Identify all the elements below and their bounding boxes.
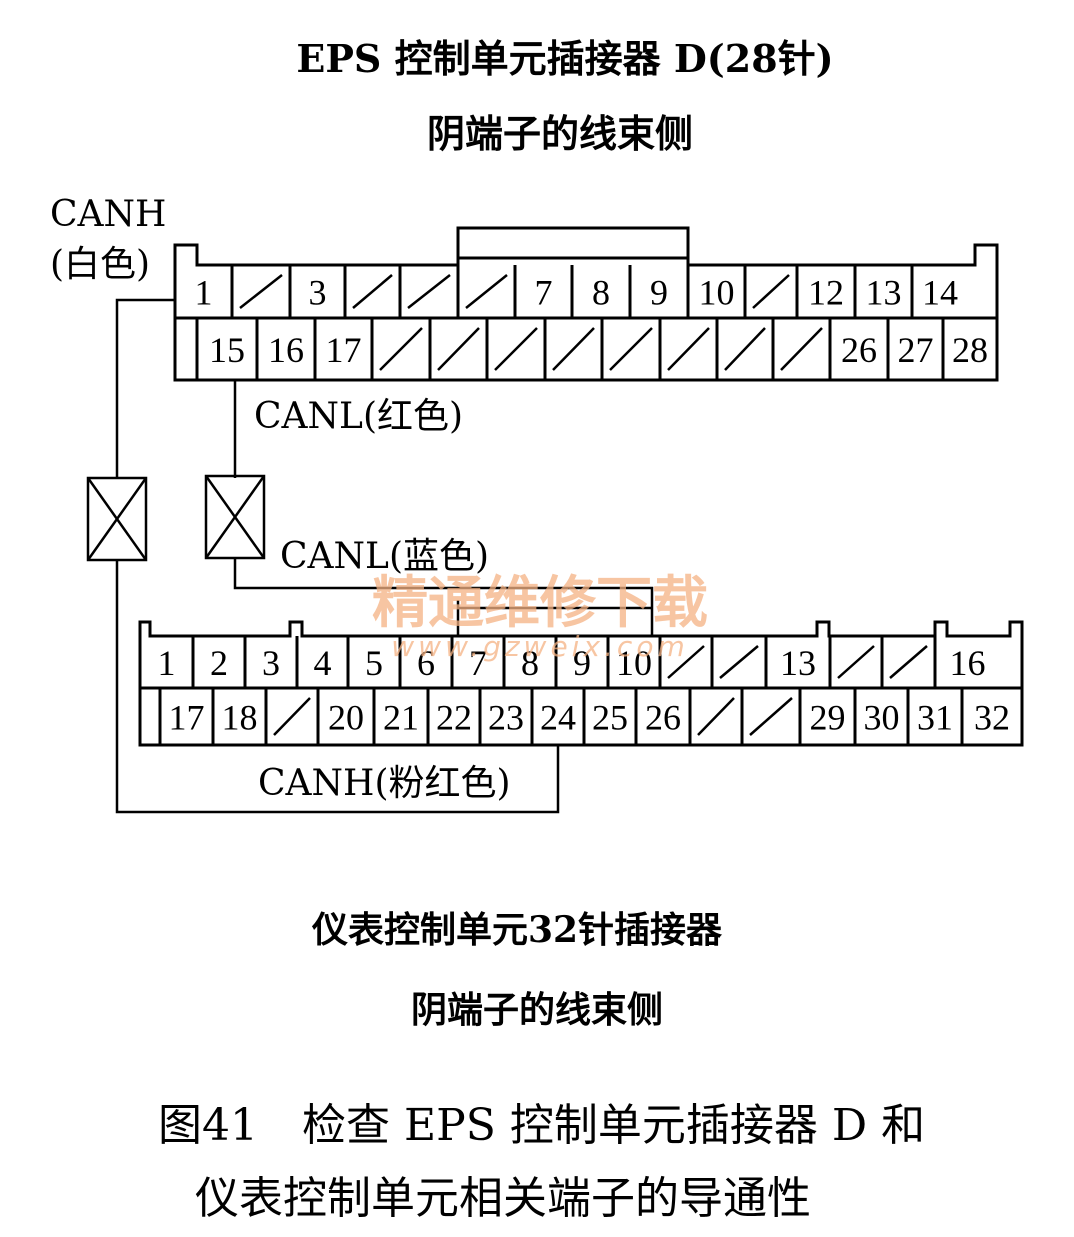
pin-12: 12 bbox=[808, 273, 844, 313]
watermark-url: www.gzweix.com bbox=[391, 630, 688, 663]
unused-pin-slash bbox=[697, 697, 735, 736]
eps-connector-title: EPS 控制单元插接器 D(28针) bbox=[296, 36, 833, 81]
unused-pin-slash bbox=[724, 327, 766, 371]
pin-7: 7 bbox=[535, 273, 553, 313]
canl-red-label: CANL(红色) bbox=[254, 396, 463, 437]
instrument-connector-title: 仪表控制单元32针插接器 bbox=[311, 909, 723, 951]
pin-27: 27 bbox=[898, 330, 934, 370]
canh-white-color: (白色) bbox=[50, 244, 150, 285]
inline-connector-canl bbox=[204, 474, 266, 560]
unused-pin-slash bbox=[379, 327, 423, 371]
pin-2: 2 bbox=[210, 643, 228, 683]
unused-pin-slash bbox=[752, 274, 790, 309]
pin-17: 17 bbox=[169, 698, 205, 738]
watermark-text: 精通维修下载 bbox=[372, 571, 708, 636]
pin-1: 1 bbox=[158, 643, 176, 683]
pin-20: 20 bbox=[328, 698, 364, 738]
pin-26: 26 bbox=[645, 698, 681, 738]
inline-connector-canh bbox=[86, 476, 148, 562]
pin-9: 9 bbox=[650, 273, 668, 313]
unused-pin-slash bbox=[837, 645, 875, 679]
pin-8: 8 bbox=[592, 273, 610, 313]
pin-13: 13 bbox=[780, 643, 816, 683]
pin-15: 15 bbox=[209, 330, 245, 370]
pin-10: 10 bbox=[616, 643, 652, 683]
pin-32: 32 bbox=[974, 698, 1010, 738]
unused-pin-slash bbox=[667, 327, 710, 371]
unused-pin-slash bbox=[719, 645, 759, 679]
instrument-connector-subtitle: 阴端子的线束侧 bbox=[411, 989, 663, 1031]
pin-8: 8 bbox=[521, 643, 539, 683]
pin-6: 6 bbox=[417, 643, 435, 683]
pin-23: 23 bbox=[488, 698, 524, 738]
ic-row-2: 17 18 20 21 22 23 24 25 26 29 30 31 32 bbox=[169, 688, 1010, 745]
unused-pin-slash bbox=[273, 697, 311, 736]
figure-caption-line-2: 仪表控制单元相关端子的导通性 bbox=[195, 1173, 811, 1224]
eps-row-2: 15 16 17 26 27 28 bbox=[209, 318, 988, 380]
pin-4: 4 bbox=[314, 643, 332, 683]
unused-pin-slash bbox=[749, 697, 793, 736]
unused-pin-slash bbox=[667, 645, 705, 679]
pin-9: 9 bbox=[573, 643, 591, 683]
pin-3: 3 bbox=[309, 273, 327, 313]
pin-13: 13 bbox=[866, 273, 902, 313]
pin-10: 10 bbox=[699, 273, 735, 313]
pin-14: 14 bbox=[922, 273, 958, 313]
unused-pin-slash bbox=[780, 327, 823, 371]
pin-25: 25 bbox=[592, 698, 628, 738]
pin-31: 31 bbox=[917, 698, 953, 738]
unused-pin-slash bbox=[609, 327, 653, 371]
canh-white-label: CANH bbox=[50, 194, 166, 235]
canl-blue-label: CANL(蓝色) bbox=[280, 536, 489, 577]
unused-pin-slash bbox=[494, 327, 538, 371]
pin-24: 24 bbox=[540, 698, 576, 738]
pin-29: 29 bbox=[810, 698, 846, 738]
unused-pin-slash bbox=[239, 274, 283, 309]
unused-pin-slash bbox=[437, 327, 480, 371]
pin-22: 22 bbox=[436, 698, 472, 738]
pin-26: 26 bbox=[841, 330, 877, 370]
figure-caption-line-1: 图41 检查 EPS 控制单元插接器 D 和 bbox=[158, 1100, 925, 1151]
unused-pin-slash bbox=[889, 645, 928, 679]
pin-16: 16 bbox=[950, 643, 986, 683]
unused-pin-slash bbox=[352, 274, 393, 309]
pin-18: 18 bbox=[222, 698, 258, 738]
pin-30: 30 bbox=[864, 698, 900, 738]
pin-28: 28 bbox=[952, 330, 988, 370]
unused-pin-slash bbox=[465, 274, 508, 309]
pin-7: 7 bbox=[469, 643, 487, 683]
eps-connector-subtitle: 阴端子的线束侧 bbox=[427, 111, 693, 156]
wiring bbox=[115, 298, 654, 814]
pin-16: 16 bbox=[268, 330, 304, 370]
pin-5: 5 bbox=[365, 643, 383, 683]
pin-3: 3 bbox=[262, 643, 280, 683]
pin-1: 1 bbox=[195, 273, 213, 313]
canh-pink-label: CANH(粉红色) bbox=[258, 763, 511, 804]
unused-pin-slash bbox=[552, 327, 595, 371]
pin-21: 21 bbox=[383, 698, 419, 738]
unused-pin-slash bbox=[407, 274, 451, 309]
pin-17: 17 bbox=[326, 330, 362, 370]
